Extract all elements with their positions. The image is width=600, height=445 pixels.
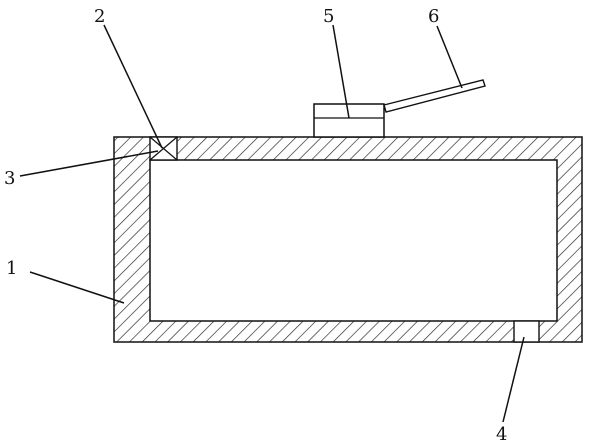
leader-line-2 xyxy=(103,24,163,149)
corner-block-2 xyxy=(149,136,178,161)
bottom-block-4 xyxy=(513,320,540,343)
label-2: 2 xyxy=(94,6,105,27)
leader-line-3 xyxy=(19,150,159,177)
top-box-5 xyxy=(313,103,385,138)
housing-wall xyxy=(113,136,583,343)
leader-line-6 xyxy=(436,25,463,89)
label-3: 3 xyxy=(4,168,15,189)
label-4: 4 xyxy=(496,424,507,445)
leader-line-5 xyxy=(332,24,350,119)
leader-line-4 xyxy=(502,336,525,423)
label-5: 5 xyxy=(323,6,334,27)
leader-line-1 xyxy=(29,271,125,304)
label-1: 1 xyxy=(6,258,17,279)
label-6: 6 xyxy=(428,6,439,27)
rod-6 xyxy=(383,79,486,113)
